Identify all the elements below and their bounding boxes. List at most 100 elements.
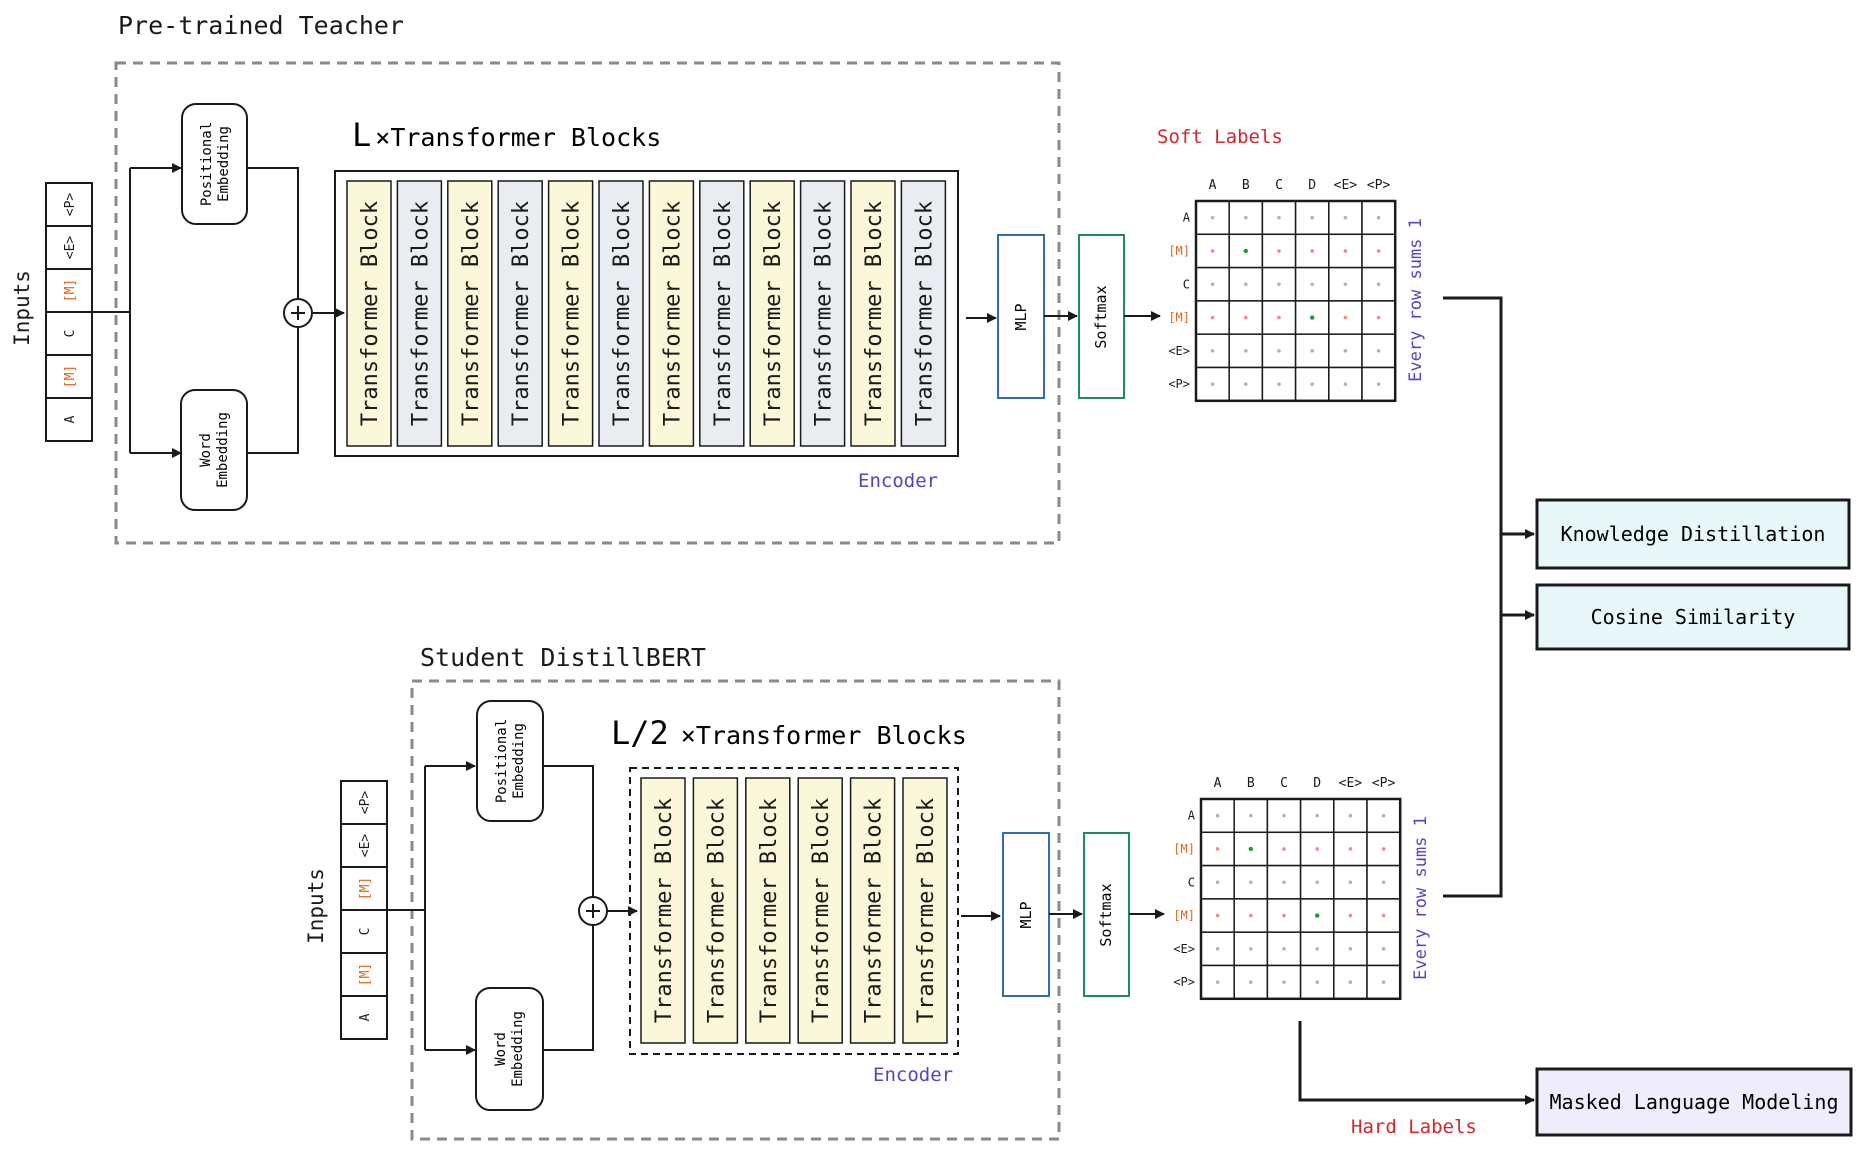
matrix-row-header: <E> xyxy=(1168,344,1190,358)
input-token-label: <P> xyxy=(358,791,373,815)
matrix-cell-dot xyxy=(1310,282,1314,287)
matrix-cell-dot xyxy=(1210,215,1215,220)
matrix-cell-dot xyxy=(1249,813,1253,818)
matrix-cell-dot xyxy=(1282,880,1286,885)
input-token-cell xyxy=(340,952,388,997)
matrix-cell-dot xyxy=(1310,315,1315,320)
student-word-embedding-label: WordEmbedding xyxy=(493,1011,526,1087)
student-positional-embedding xyxy=(476,700,544,822)
input-token-label: <E> xyxy=(63,236,78,260)
matrix-cell-dot xyxy=(1244,315,1248,320)
student-positional-embedding-label: PositionalEmbedding xyxy=(494,719,527,803)
transformer-block-label: Transformer Block xyxy=(660,201,685,426)
matrix-cell-dot xyxy=(1315,947,1319,951)
matrix-cell-dot xyxy=(1244,382,1248,386)
matrix-cell-dot xyxy=(1315,880,1319,885)
transformer-block xyxy=(640,777,686,1044)
matrix-cell-dot xyxy=(1210,315,1215,320)
matrix-cell-dot xyxy=(1215,880,1220,885)
student-row-sum-note: Every row sums 1 xyxy=(1411,816,1431,980)
matrix-cell-dot xyxy=(1210,349,1215,353)
loss-connectors xyxy=(1298,296,1535,1105)
matrix-row-header: [M] xyxy=(1173,842,1195,856)
transformer-block-label: Transformer Block xyxy=(560,201,585,426)
transformer-block-label: Transformer Block xyxy=(610,201,635,426)
teacher-row-sum-note: Every row sums 1 xyxy=(1406,218,1426,382)
input-token-cell xyxy=(340,995,388,1040)
transformer-block-label: Transformer Block xyxy=(652,798,677,1023)
matrix-cell-dot xyxy=(1343,315,1348,320)
masked-language-modeling-label: Masked Language Modeling xyxy=(1550,1090,1839,1114)
student-mlp-label: MLP xyxy=(1017,901,1035,928)
matrix-col-header: A xyxy=(1209,178,1217,193)
matrix-cell-dot xyxy=(1376,349,1381,353)
matrix-row-header: <E> xyxy=(1173,942,1195,956)
knowledge-distillation-label: Knowledge Distillation xyxy=(1561,522,1826,546)
matrix-cell-dot xyxy=(1348,880,1353,885)
transformer-block xyxy=(692,777,739,1044)
matrix-cell-dot xyxy=(1348,913,1353,918)
transformer-block-label: Transformer Block xyxy=(914,798,939,1023)
transformer-block xyxy=(648,180,695,447)
matrix-cell-dot xyxy=(1381,913,1386,918)
matrix-outline xyxy=(1199,797,1402,1001)
teacher-encoder-box xyxy=(334,170,959,457)
student-inputs-label: Inputs xyxy=(304,868,328,944)
teacher-word-embedding-label: WordEmbedding xyxy=(198,412,231,488)
matrix-cell-dot xyxy=(1381,847,1386,851)
matrix-col-header: <P> xyxy=(1372,776,1396,791)
transformer-block-label: Transformer Block xyxy=(459,201,484,426)
teacher-input-strip: A[M]C[M]<E><P> xyxy=(45,182,93,442)
matrix-row-header: [M] xyxy=(1173,909,1195,923)
transformer-block-label: Transformer Block xyxy=(812,201,837,426)
matrix-cell-dot xyxy=(1310,349,1314,353)
matrix-col-header: <E> xyxy=(1334,178,1358,193)
transformer-block xyxy=(849,777,896,1044)
matrix-cell-dot xyxy=(1315,980,1319,984)
student-blocks-heading: L/2×Transformer Blocks xyxy=(611,714,967,752)
student-encoder-box xyxy=(629,767,959,1055)
student-input-strip: A[M]C[M]<E><P> xyxy=(340,780,388,1040)
matrix-cell-dot xyxy=(1249,913,1253,918)
student-encoder-label: Encoder xyxy=(873,1064,953,1086)
matrix-cell-dot xyxy=(1215,947,1220,951)
matrix-col-header: A xyxy=(1214,776,1222,791)
transformer-block xyxy=(799,180,846,447)
matrix-cell-dot xyxy=(1277,249,1281,253)
teacher-blocks-heading: L×Transformer Blocks xyxy=(352,116,661,154)
matrix-cell-dot xyxy=(1277,382,1281,386)
transformer-block-label: Transformer Block xyxy=(711,201,736,426)
matrix-row-header: <P> xyxy=(1173,975,1195,989)
input-token-label: [M] xyxy=(63,279,78,302)
transformer-block xyxy=(699,180,745,447)
matrix-cell-dot xyxy=(1381,813,1386,818)
matrix-cell-dot xyxy=(1310,249,1314,253)
input-token-cell xyxy=(45,182,93,227)
input-token-label: C xyxy=(358,928,373,936)
matrix-row-header: [M] xyxy=(1168,244,1190,258)
matrix-cell-dot xyxy=(1210,382,1215,386)
input-token-cell xyxy=(45,268,93,313)
transformer-block-label: Transformer Block xyxy=(704,798,729,1023)
input-token-label: <P> xyxy=(63,193,78,217)
hard-labels-title: Hard Labels xyxy=(1351,1116,1477,1138)
matrix-cell-dot xyxy=(1277,315,1281,320)
matrix-col-header: D xyxy=(1308,178,1316,193)
transformer-block xyxy=(598,180,644,447)
matrix-cell-dot xyxy=(1376,382,1381,386)
transformer-block-label: Transformer Block xyxy=(358,201,383,426)
matrix-row-header: C xyxy=(1183,277,1190,291)
student-mlp-box xyxy=(1002,832,1050,997)
teacher-softmax-box xyxy=(1078,234,1125,399)
matrix-cell-dot xyxy=(1282,847,1286,851)
matrix-cell-dot xyxy=(1348,813,1353,818)
cosine-similarity-label: Cosine Similarity xyxy=(1591,605,1796,629)
matrix-row-header: [M] xyxy=(1168,311,1190,325)
input-token-cell xyxy=(340,866,388,911)
matrix-cell-dot xyxy=(1215,847,1220,851)
transformer-block-label: Transformer Block xyxy=(912,201,937,426)
matrix-cell-dot xyxy=(1277,349,1281,353)
transformer-block xyxy=(547,180,594,447)
input-token-label: <E> xyxy=(358,834,373,858)
teacher-positional-embedding xyxy=(181,103,248,225)
